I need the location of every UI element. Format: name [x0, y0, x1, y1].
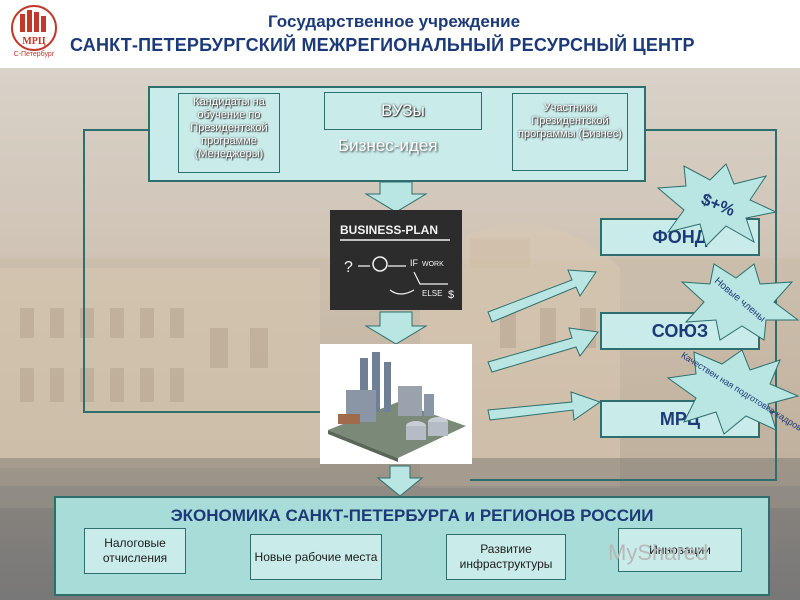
- members-burst: Новые члены: [680, 263, 800, 341]
- fond-label: ФОНД: [652, 227, 708, 247]
- candidates-box: Кандидаты на обучение по Президентской п…: [178, 93, 280, 173]
- economy-item-taxes: Налоговые отчисления: [84, 528, 186, 574]
- arrow-to-economy: [376, 465, 424, 497]
- vuzy-label: ВУЗы: [381, 101, 425, 120]
- arrow-to-soyuz: [487, 327, 599, 373]
- economy-item-innovation: Инновации: [618, 528, 742, 572]
- economy-panel: ЭКОНОМИКА САНКТ-ПЕТЕРБУРГА и РЕГИОНОВ РО…: [54, 496, 770, 596]
- lightbulb-icon: [372, 256, 388, 272]
- header-line1: Государственное учреждение: [268, 12, 521, 31]
- economy-item-label: Развитие инфраструктуры: [459, 542, 553, 571]
- business-idea-label: Бизнес-идея: [338, 136, 438, 155]
- logo-text: МРЦ: [22, 36, 46, 47]
- arrow-to-mrc: [487, 391, 602, 421]
- economy-item-label: Инновации: [649, 542, 711, 557]
- arrow-to-fond: [487, 269, 597, 323]
- business-plan-image: BUSINESS-PLAN ? IF WORK ELSE $: [330, 210, 462, 310]
- candidates-label: Кандидаты на обучение по Президентской п…: [190, 96, 268, 160]
- header: МРЦ С-Петербург Государственное учрежден…: [0, 0, 800, 68]
- watermark: MyShared: [608, 540, 709, 565]
- bp-title: BUSINESS-PLAN: [340, 223, 438, 237]
- arrow-to-business-plan: [364, 181, 428, 213]
- participants-box: Участники Президентской программы (Бизне…: [512, 93, 628, 171]
- economy-item-label: Налоговые отчисления: [102, 536, 168, 565]
- economy-item-label: Новые рабочие места: [254, 549, 378, 564]
- mrc-logo: МРЦ С-Петербург: [11, 5, 57, 58]
- economy-title: ЭКОНОМИКА САНКТ-ПЕТЕРБУРГА и РЕГИОНОВ РО…: [170, 506, 654, 525]
- logo-city: С-Петербург: [14, 50, 55, 58]
- participants-label: Участники Президентской программы (Бизне…: [518, 102, 622, 140]
- bp-else: ELSE: [422, 289, 442, 298]
- bp-work: WORK: [422, 261, 444, 268]
- training-burst: Качествен ная подготовка кадров: [666, 349, 800, 435]
- economy-item-infrastructure: Развитие инфраструктуры: [446, 534, 566, 580]
- industrial-plant-image: [320, 344, 472, 464]
- money-burst: $+%: [656, 163, 778, 247]
- bp-if: IF: [410, 258, 419, 268]
- header-line2: САНКТ-ПЕТЕРБУРГСКИЙ МЕЖРЕГИОНАЛЬНЫЙ РЕСУ…: [70, 35, 695, 55]
- arrow-to-plant: [364, 311, 428, 345]
- vuzy-box: ВУЗы: [324, 92, 482, 130]
- dollar-icon: $: [448, 289, 454, 301]
- economy-item-jobs: Новые рабочие места: [250, 534, 382, 580]
- question-icon: ?: [344, 259, 353, 276]
- soyuz-label: СОЮЗ: [651, 321, 709, 341]
